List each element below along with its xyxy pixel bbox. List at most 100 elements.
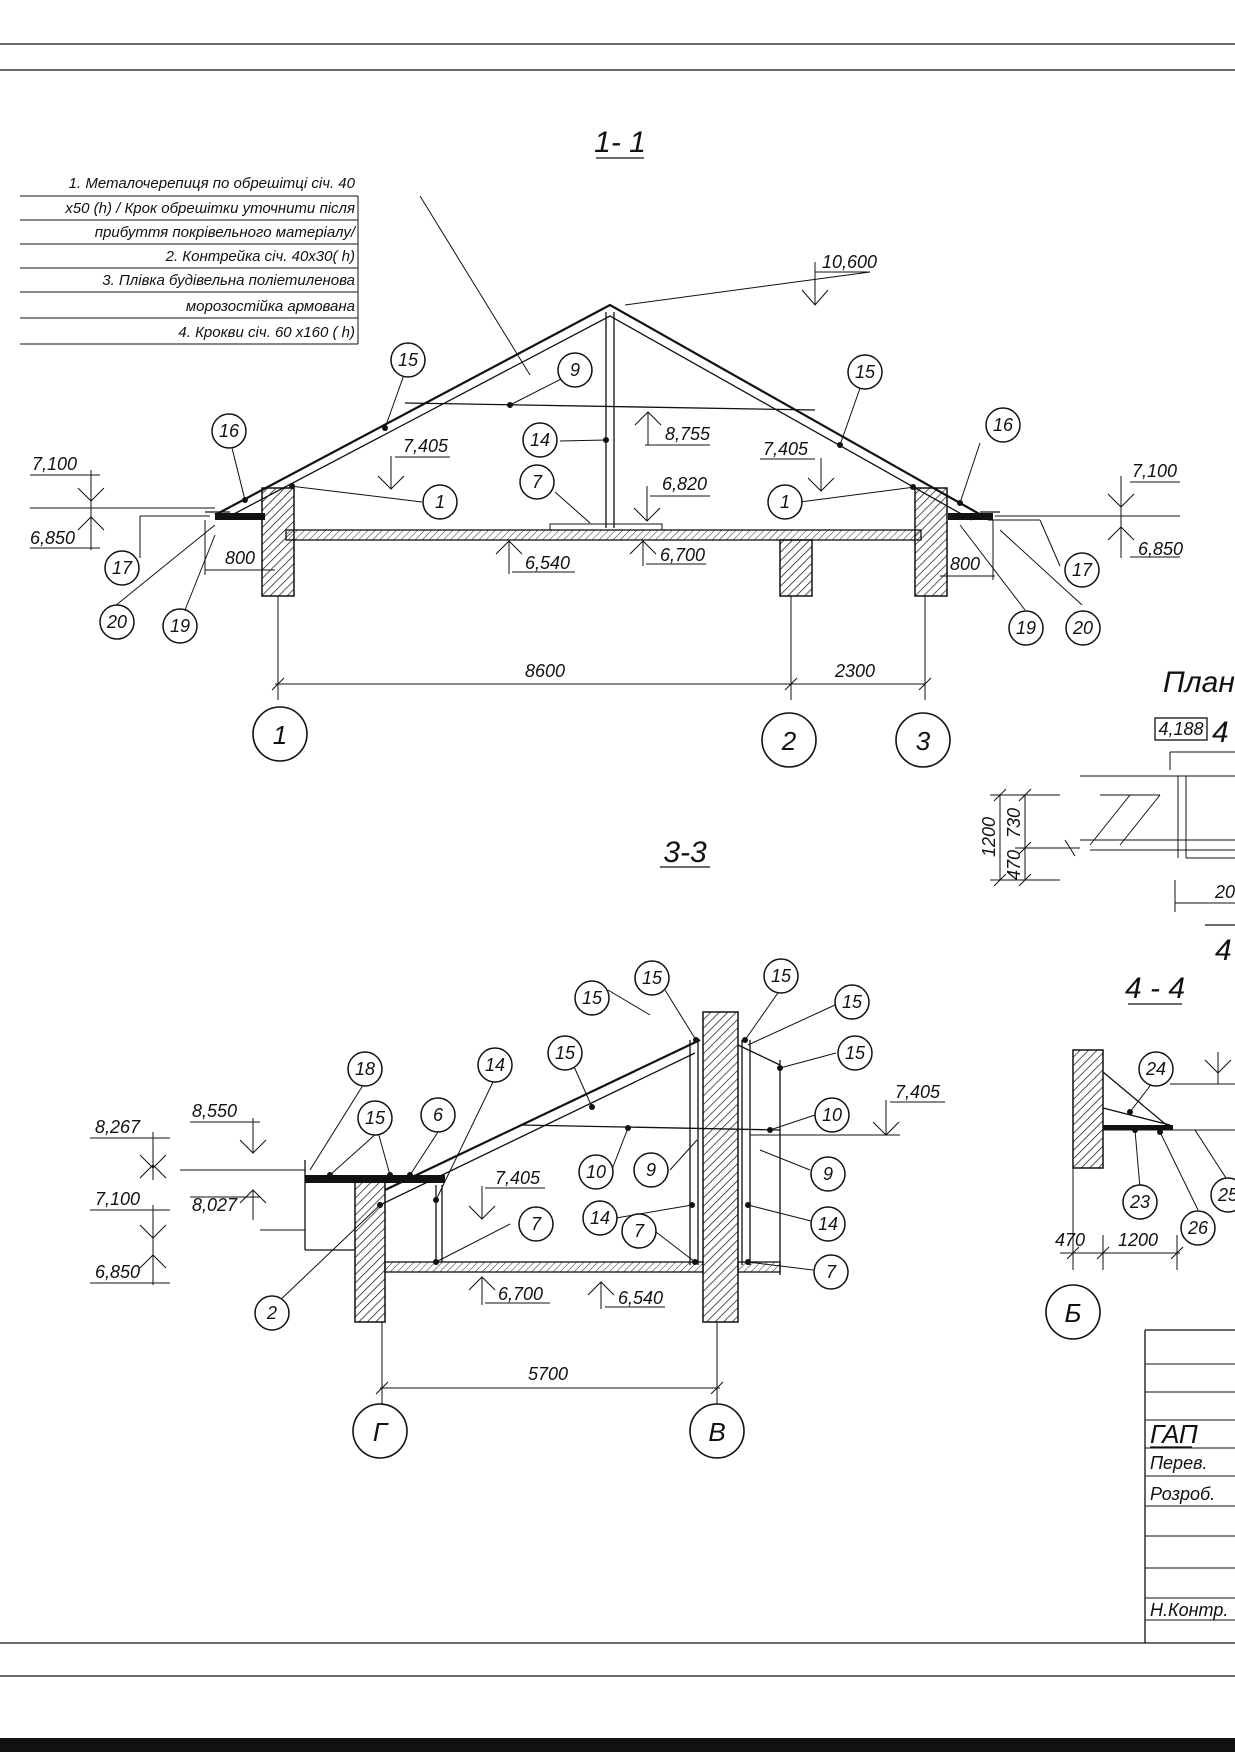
dim-overhang-left: 800 [225,548,255,568]
callout-14-label: 14 [530,430,550,450]
dim-4-4-right: 1200 [1118,1230,1158,1250]
axis-label-3: 3 [916,726,931,756]
dim-span-2-3: 2300 [834,661,875,681]
sheet-frame [0,43,1235,1752]
level-3-3-6700: 6,700 [498,1284,543,1304]
axis-label-V: В [708,1417,725,1447]
level-3-3-7405-right: 7,405 [895,1082,941,1102]
plan-section-marker-bottom: 4 [1215,934,1232,967]
level-3-3-8267: 8,267 [95,1117,141,1137]
level-3-3-8027: 8,027 [192,1195,238,1215]
callout-17-a [104,550,140,586]
plan-fragment: План 4,188 4 1200 730 470 20 4 [979,666,1235,967]
callout-3-3-14-c [810,1206,846,1242]
callout-15-b-label: 15 [855,362,876,382]
callout-3-3-14-a-label: 14 [485,1055,505,1075]
plan-level-tag-label: 4,188 [1158,719,1203,739]
callout-3-3-15-a [357,1100,393,1136]
dim-3-3-span: 5700 [528,1364,568,1384]
callout-20-a [99,604,135,640]
callout-4-4-24-label: 24 [1145,1059,1166,1079]
callout-3-3-15-d-label: 15 [642,968,663,988]
plan-level-tag [1154,717,1208,741]
level-3-3-8550: 8,550 [192,1101,237,1121]
level-eave-left-top: 7,100 [32,454,77,474]
callout-3-3-7-b [621,1213,657,1249]
callout-3-3-15-d [634,960,670,996]
callout-3-3-10-b [578,1154,614,1190]
level-3-3-6850: 6,850 [95,1262,140,1282]
callout-3-3-6-label: 6 [433,1105,444,1125]
callout-4-4-26 [1180,1210,1216,1246]
axis-bubble-G [352,1403,408,1459]
note-line-5: 3. Плівка будівельна поліетиленова [102,272,355,289]
callout-17-b [1064,552,1100,588]
plan-dim-total: 1200 [979,817,999,857]
section-1-1-title: 1- 1 [594,126,646,159]
dim-overhang-right: 800 [950,554,980,574]
section-3-3-title: 3-3 [663,836,707,869]
callout-16-a [211,413,247,449]
axis-label-B: Б [1065,1298,1082,1328]
callout-4-4-24 [1138,1051,1174,1087]
callout-3-3-7-a-label: 7 [531,1214,542,1234]
level-eave-right-bottom: 6,850 [1138,539,1183,559]
note-line-4: 2. Контрейка січ. 40x30( h) [165,248,355,265]
callout-1-a-label: 1 [435,492,445,512]
level-ceiling-top: 6,820 [662,474,707,494]
callout-16-b [985,407,1021,443]
callout-20-b-label: 20 [1072,618,1093,638]
axis-bubble-3 [895,712,951,768]
callout-3-3-15-g-label: 15 [845,1043,866,1063]
callout-15-a [390,342,426,378]
axis-bubble-1 [252,706,308,762]
plan-section-marker: 4 [1212,716,1229,749]
note-line-6: морозостійка армована [186,298,355,315]
callout-7 [519,464,555,500]
callout-3-3-14-b [582,1200,618,1236]
axis-bubble-2 [761,712,817,768]
callout-3-3-15-f [834,984,870,1020]
callout-14 [522,422,558,458]
level-3-3-7405-left: 7,405 [495,1168,541,1188]
callout-4-4-23-label: 23 [1129,1192,1150,1212]
callout-3-3-7-c-label: 7 [826,1262,837,1282]
callout-3-3-18 [347,1051,383,1087]
roof-layers-notes: 1. Металочерепиця по обрешітці січ. 40 x… [20,175,531,376]
note-line-3: прибуття покрівельного матеріалу/ [95,224,357,241]
callout-3-3-10-a-label: 10 [822,1105,842,1125]
callout-15-a-label: 15 [398,350,419,370]
callout-3-3-15-b-label: 15 [555,1043,576,1063]
callout-20-b [1065,610,1101,646]
callout-4-4-25 [1210,1177,1235,1213]
callout-3-3-15-c [574,980,610,1016]
callout-4-4-23 [1122,1184,1158,1220]
callout-3-3-9-b-label: 9 [823,1164,833,1184]
stamp-row-gap: ГАП [1150,1419,1198,1449]
plan-dim-upper: 730 [1004,808,1024,838]
callout-3-3-2 [254,1295,290,1331]
callout-19-a-label: 19 [170,616,190,636]
callout-3-3-14-a [477,1047,513,1083]
section-1-1: 1- 1 10,600 8,755 [30,126,1183,768]
callout-7-label: 7 [532,472,543,492]
callout-15-b [847,354,883,390]
section-3-3: 3-3 [90,836,945,1459]
callout-9 [557,352,593,388]
axis-label-G: Г [373,1417,389,1447]
note-line-7: 4. Крокви січ. 60 x160 ( h) [178,324,355,341]
callout-1-b-label: 1 [780,492,790,512]
stamp-row-rozrob: Розроб. [1150,1484,1215,1504]
callout-19-b [1008,610,1044,646]
callout-3-3-9-a-label: 9 [646,1160,656,1180]
callout-4-4-25-label: 25 [1217,1185,1235,1205]
level-collar: 8,755 [665,424,711,444]
callout-20-a-label: 20 [106,612,127,632]
level-ridge: 10,600 [822,252,877,272]
level-eave-right-top: 7,100 [1132,461,1177,481]
callout-3-3-14-b-label: 14 [590,1208,610,1228]
callout-3-3-7-a [518,1206,554,1242]
callout-3-3-10-a [814,1097,850,1133]
